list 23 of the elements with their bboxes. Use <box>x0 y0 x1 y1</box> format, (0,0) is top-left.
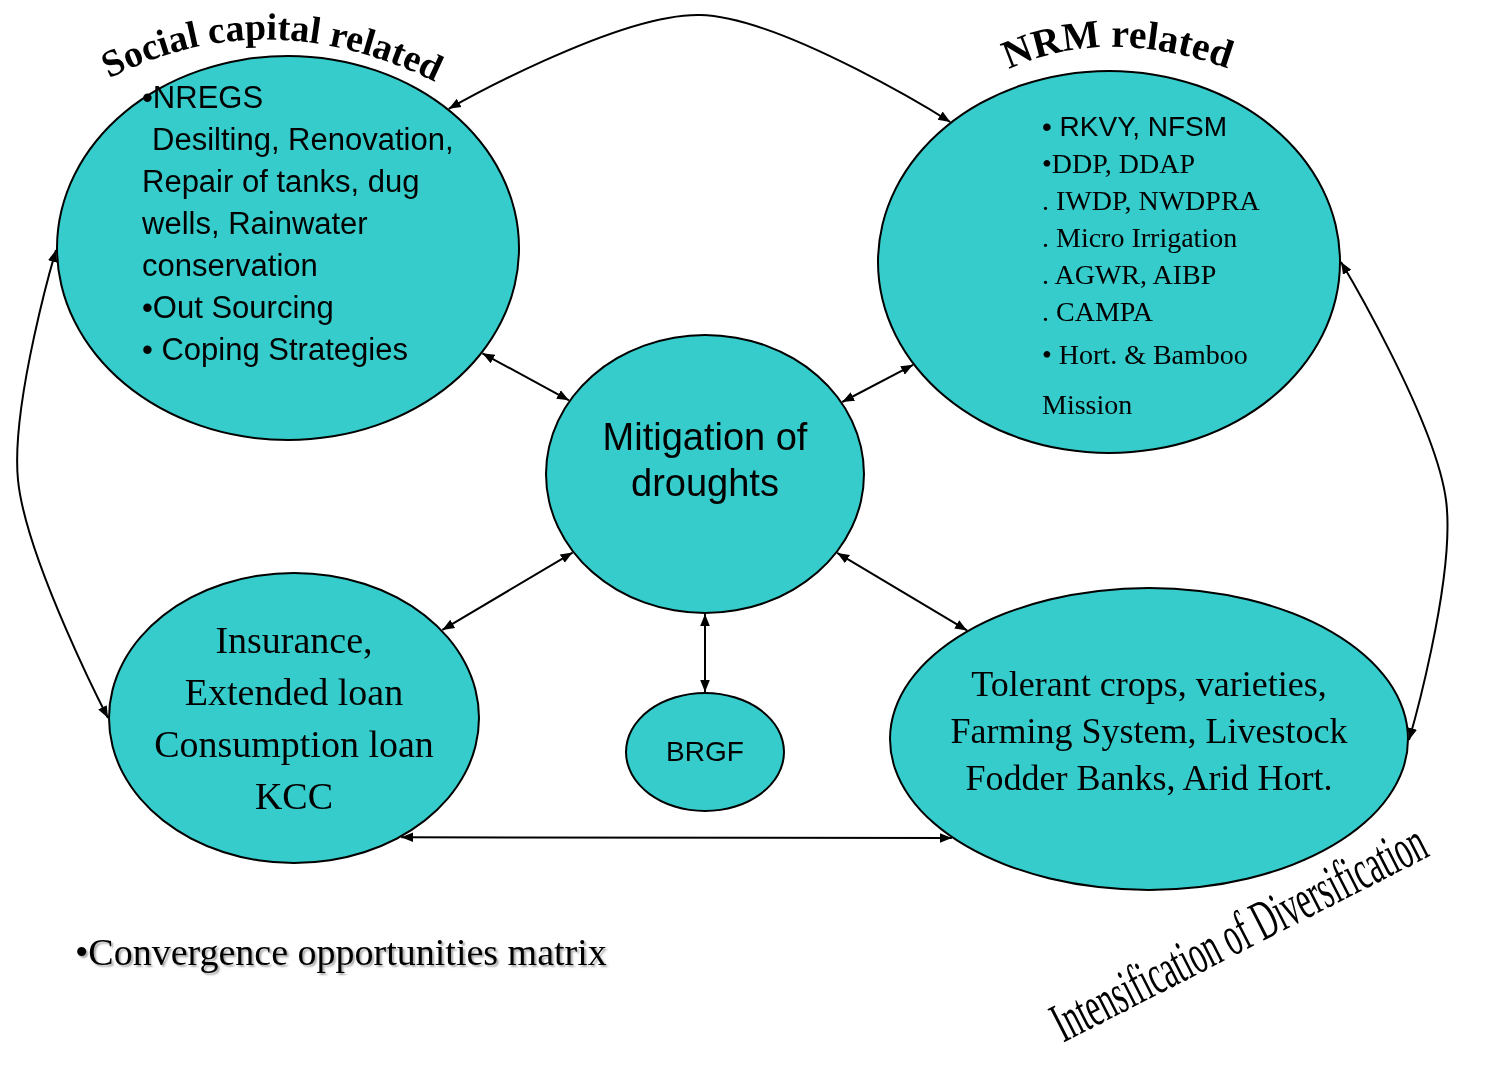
arrow <box>400 832 953 843</box>
curved-arrow <box>447 14 952 123</box>
list-item: . CAMPA <box>1042 295 1154 329</box>
note-text: •Convergence opportunities matrix <box>75 930 607 974</box>
list-item: Desilting, Renovation, Repair of tanks, dug wells, Rainwater conservation <box>142 121 455 285</box>
arrow <box>700 613 710 693</box>
list-item: • Coping Strategies <box>142 331 409 369</box>
list-item: . IWDP, NWDPRA <box>1042 184 1261 218</box>
list-item: • RKVY, NFSM <box>1042 110 1229 144</box>
list-item: •DDP, DDAP <box>1042 147 1196 181</box>
list-item: •Out Sourcing <box>142 289 335 327</box>
list-item: . AGWR, AIBP <box>1042 258 1218 292</box>
curved-arrow <box>1340 261 1449 741</box>
node-text: Mitigation of droughts <box>601 415 809 506</box>
node-text: Tolerant crops, varieties, Farming System, Livestock Fodder Banks, Arid Hort. <box>949 662 1349 800</box>
node-text: Insurance, Extended loan Consumption loan KCC <box>153 618 435 819</box>
arrow <box>481 352 570 402</box>
list-item: . Micro Irrigation <box>1042 221 1239 255</box>
curved-arrow <box>16 249 109 719</box>
arched-heading: NRM related <box>995 10 1240 78</box>
arrow <box>836 551 969 632</box>
node-text: BRGF <box>666 735 744 769</box>
list-item: • Hort. & Bamboo Mission <box>1042 338 1249 422</box>
